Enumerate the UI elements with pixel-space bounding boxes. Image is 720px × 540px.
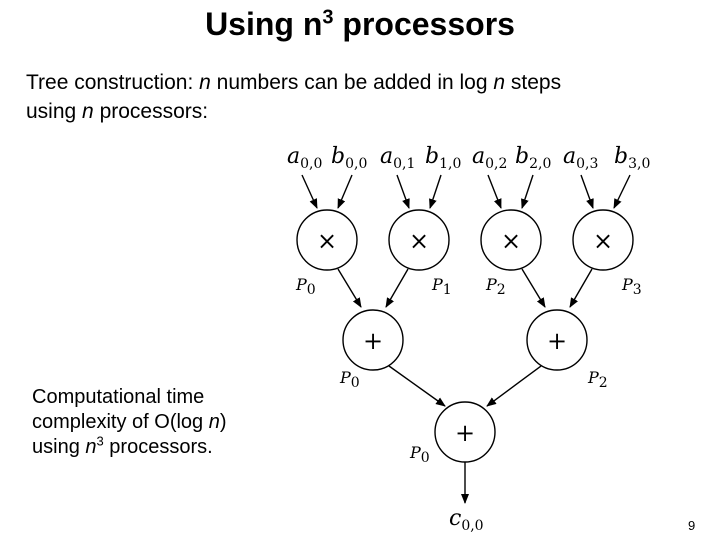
note-var: n: [208, 411, 220, 433]
root-add-node: +: [434, 401, 496, 463]
input-label: a0,0: [287, 144, 322, 172]
add-node: +: [526, 309, 588, 371]
input-label: b0,0: [331, 144, 367, 172]
title-exponent: 3: [322, 6, 334, 29]
note-part: using: [32, 436, 86, 458]
multiply-node: ×: [388, 209, 450, 271]
svg-text:+: +: [363, 327, 383, 355]
multiply-node: ×: [480, 209, 542, 271]
intro-var: n: [493, 71, 506, 94]
input-label: b2,0: [515, 144, 551, 172]
note-part: complexity of O(log: [32, 411, 209, 433]
title-text-end: processors: [333, 6, 515, 42]
processor-label: P2: [587, 368, 608, 391]
intro-part: steps: [505, 71, 562, 94]
note-part: processors.: [103, 436, 213, 458]
processor-label: P0: [339, 368, 360, 391]
level2-arrows: [388, 365, 542, 407]
svg-text:×: ×: [409, 227, 429, 255]
processor-label: P0: [295, 275, 316, 298]
add-node: +: [342, 309, 404, 371]
intro-text: Tree construction: n numbers can be adde…: [26, 68, 706, 126]
svg-text:+: +: [547, 327, 567, 355]
note-var: n: [85, 436, 97, 458]
multiply-node: ×: [572, 209, 634, 271]
slide-title: Using n3 processors: [0, 6, 720, 43]
intro-part: processors:: [93, 100, 209, 123]
svg-text:×: ×: [501, 227, 521, 255]
note-part: ): [219, 411, 227, 433]
svg-text:×: ×: [317, 227, 337, 255]
processor-label: P1: [431, 275, 452, 298]
level1-arrows: [337, 268, 593, 308]
svg-text:+: +: [455, 419, 475, 447]
intro-part: using: [26, 100, 83, 123]
title-text: Using n: [205, 6, 323, 42]
processor-label: P3: [621, 275, 642, 298]
intro-var: n: [199, 71, 211, 94]
multiply-node: ×: [296, 209, 358, 271]
note-exponent: 3: [96, 433, 104, 449]
input-label: a0,1: [380, 144, 415, 172]
intro-var: n: [82, 100, 94, 123]
page-number: 9: [688, 518, 696, 533]
complexity-note: Computational time complexity of O(log n…: [32, 385, 292, 460]
input-label: a0,2: [472, 144, 507, 172]
svg-text:×: ×: [593, 227, 613, 255]
input-label: b1,0: [425, 144, 461, 172]
input-label: a0,3: [563, 144, 598, 172]
intro-part: numbers can be added in log: [210, 71, 494, 94]
input-arrows: [301, 174, 631, 209]
processor-label: P2: [485, 275, 506, 298]
processor-label: P0: [409, 443, 430, 466]
intro-part: Tree construction:: [26, 71, 200, 94]
note-part: Computational time: [32, 386, 205, 408]
output-label: c0,0: [449, 506, 484, 534]
input-label: b3,0: [614, 144, 650, 172]
